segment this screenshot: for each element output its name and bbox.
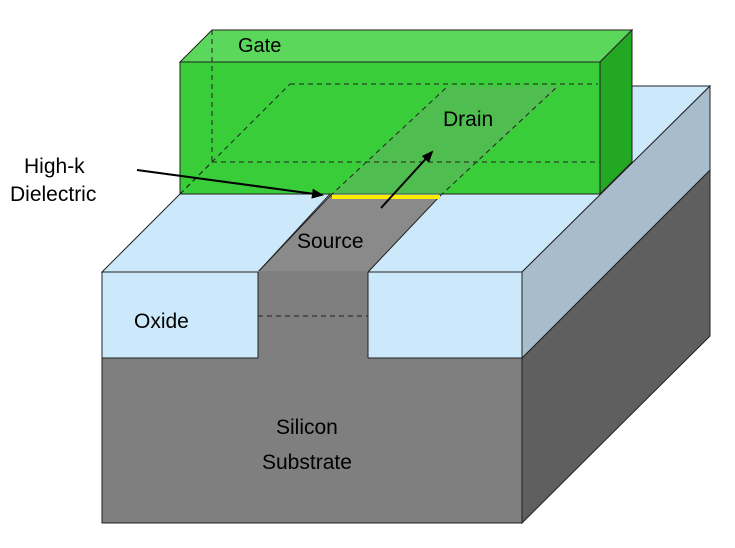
- substrate-front-face: [101, 357, 523, 524]
- drain-label: Drain: [443, 108, 493, 131]
- high-k-label-line2: Dielectric: [10, 183, 96, 206]
- substrate-label-line1: Silicon: [276, 416, 338, 439]
- gate-label: Gate: [238, 35, 281, 57]
- oxide-right-front: [367, 271, 523, 359]
- oxide-left-front: [101, 271, 259, 359]
- drain-direction-arrow: [380, 150, 434, 209]
- substrate-label-line2: Substrate: [262, 451, 352, 474]
- fin-front-face: [258, 271, 368, 359]
- gate-front-face: [179, 61, 601, 195]
- oxide-label: Oxide: [134, 310, 189, 333]
- source-label: Source: [297, 230, 364, 253]
- high-k-arrow: [136, 169, 324, 199]
- hidden-edges: [179, 30, 600, 197]
- fin-channel-through-gate: [330, 86, 560, 196]
- high-k-label-line1: High-k: [24, 155, 85, 178]
